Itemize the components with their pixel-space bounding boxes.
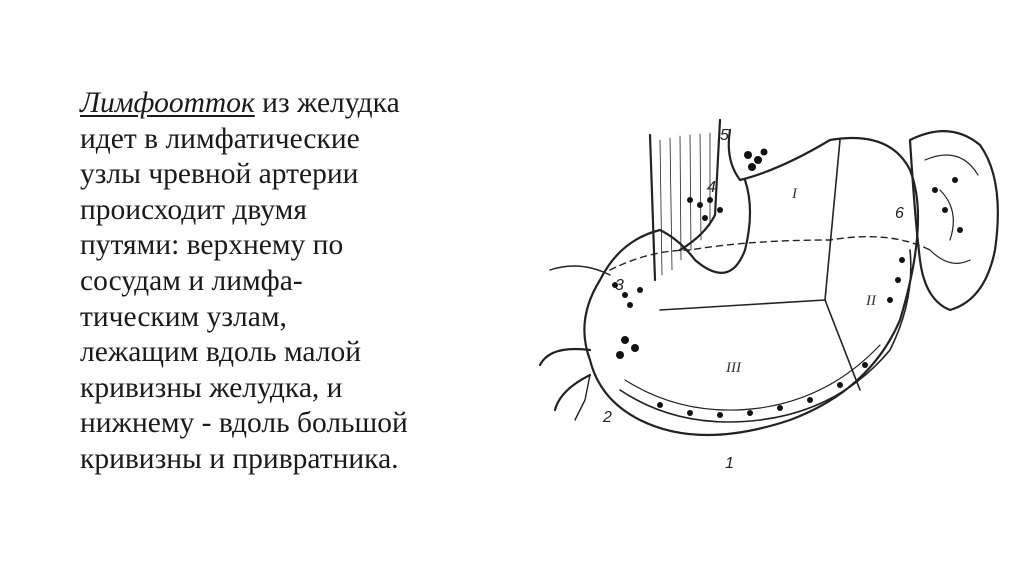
left-vessel bbox=[549, 265, 611, 421]
spleen-outline bbox=[908, 130, 999, 312]
stomach-lymph-diagram: 5 4 3 2 1 6 I II III bbox=[530, 100, 1010, 480]
greater-curvature-vessel-inner bbox=[624, 344, 881, 411]
label-1: 1 bbox=[725, 455, 734, 472]
text-line-4: происходит двумя bbox=[80, 193, 307, 226]
text-line-11: кривизны и привратника. bbox=[80, 442, 399, 475]
esophagus-hatching bbox=[659, 132, 711, 276]
label-6: 6 bbox=[895, 205, 904, 222]
text-line-1-rest: из желудка bbox=[254, 87, 400, 119]
lymph-nodes bbox=[612, 148, 963, 418]
stomach-diagram-svg: 5 4 3 2 1 6 I II III bbox=[538, 118, 999, 472]
label-3: 3 bbox=[615, 277, 624, 294]
label-4: 4 bbox=[707, 179, 716, 196]
text-line-5: путями: верхнему по bbox=[80, 229, 344, 262]
text-line-8: лежащим вдоль малой bbox=[80, 336, 362, 369]
text-line-10: нижнему - вдоль большой bbox=[80, 407, 408, 440]
text-line-6: сосудам и лимфа- bbox=[80, 264, 303, 297]
stomach-outline bbox=[583, 128, 920, 437]
text-line-3: узлы чревной артерии bbox=[80, 158, 359, 191]
lesser-curvature-vessel bbox=[609, 235, 931, 271]
label-5: 5 bbox=[720, 127, 729, 144]
text-line-7: тическим узлам, bbox=[80, 300, 287, 333]
region-label-I: I bbox=[791, 186, 798, 202]
label-2: 2 bbox=[602, 409, 612, 426]
region-label-II: II bbox=[865, 293, 877, 309]
text-line-9: кривизны желудка, и bbox=[80, 371, 343, 404]
text-line-2: идет в лимфатические bbox=[80, 122, 360, 155]
region-divider bbox=[659, 139, 861, 391]
text-line-1: Лимфоотток из желудка bbox=[80, 86, 480, 122]
body-text: Лимфоотток из желудка идет в лимфатическ… bbox=[80, 86, 480, 478]
duodenum-outline bbox=[538, 347, 592, 412]
term-lymph-outflow: Лимфоотток bbox=[80, 87, 255, 119]
greater-curvature-vessel bbox=[619, 249, 912, 423]
region-label-III: III bbox=[725, 360, 742, 376]
spleen-inner bbox=[924, 154, 979, 264]
